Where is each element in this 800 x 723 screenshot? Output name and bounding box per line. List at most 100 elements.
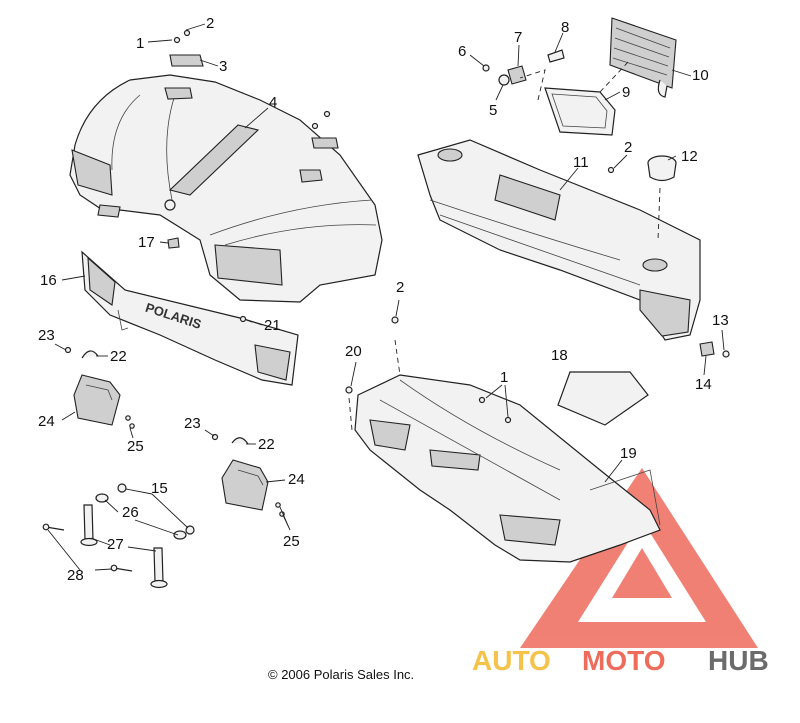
callout-label: 9 xyxy=(622,84,630,101)
screw-1b xyxy=(478,396,486,404)
bolt-head-28a xyxy=(42,523,50,531)
hood-shell xyxy=(69,74,383,303)
screw-1b xyxy=(504,416,512,424)
bolt-head-28b xyxy=(110,564,118,572)
callout-labels: 1 2 3 4 5 6 7 8 9 10 11 2 12 17 16 21 2 … xyxy=(38,15,729,584)
rivet xyxy=(183,29,191,37)
bumper-light-pocket-left xyxy=(87,256,116,306)
screw-23a xyxy=(64,346,72,354)
cap-12 xyxy=(647,155,677,182)
hood-tab xyxy=(164,87,193,100)
callout-label: 22 xyxy=(110,348,127,365)
callout-label: 2 xyxy=(396,279,404,296)
floor-tray-19 xyxy=(589,469,661,526)
clip-22b xyxy=(231,437,249,445)
prop-foot-27b xyxy=(150,579,168,589)
callout-label: 24 xyxy=(288,471,305,488)
callout-label: 7 xyxy=(514,29,522,46)
dash-glovebox xyxy=(494,174,561,221)
rivet xyxy=(173,36,181,44)
callout-label: 25 xyxy=(283,533,300,550)
hood-foot xyxy=(97,204,121,218)
callout-label: 23 xyxy=(184,415,201,432)
callout-label: 23 xyxy=(38,327,55,344)
cup-holder-left xyxy=(437,148,463,162)
hood-crease xyxy=(209,199,373,236)
clip-22a xyxy=(81,350,99,359)
callout-label: 24 xyxy=(38,413,55,430)
floor-well-left xyxy=(369,419,411,451)
washer-26b xyxy=(173,530,187,540)
copyright-text: © 2006 Polaris Sales Inc. xyxy=(268,667,414,682)
callout-label: 22 xyxy=(258,436,275,453)
callout-label: 2 xyxy=(624,139,632,156)
fasteners-right xyxy=(699,341,730,358)
screw-2c xyxy=(391,316,399,324)
hood-headlight-right xyxy=(214,244,283,286)
access-cover-18 xyxy=(557,371,649,426)
callout-label: 6 xyxy=(458,43,466,60)
screw-25a xyxy=(125,415,131,421)
hood-ridge xyxy=(166,94,176,201)
headlight-left xyxy=(73,374,121,426)
prop-rod-27b xyxy=(153,547,164,583)
rivet xyxy=(311,122,319,130)
callout-label: 17 xyxy=(138,234,155,251)
watermark-moto: MOTO xyxy=(582,645,665,676)
screw-6 xyxy=(482,64,490,72)
bumper-shell xyxy=(81,250,299,386)
screw-25b xyxy=(275,502,281,508)
grille-assembly xyxy=(482,17,677,136)
floor-rib xyxy=(379,399,561,501)
watermark-triangle xyxy=(520,468,758,648)
watermark-text: AUTO MOTO HUB xyxy=(472,645,769,676)
floor-shell xyxy=(354,374,661,563)
cup-holder-right xyxy=(642,258,668,272)
rivet xyxy=(323,110,331,118)
hood-tab xyxy=(299,169,323,183)
small-fasteners-left xyxy=(64,237,253,445)
callout-label: 28 xyxy=(67,567,84,584)
hood-vent xyxy=(168,124,260,196)
prop-foot-27a xyxy=(80,537,98,547)
floor-pan xyxy=(354,374,661,563)
screw-25a xyxy=(129,423,135,429)
grille-hook xyxy=(657,79,668,98)
clip-14 xyxy=(699,341,715,357)
callout-label: 13 xyxy=(712,312,729,329)
headlight-right-lens xyxy=(237,469,264,486)
hood-ridge xyxy=(111,94,141,171)
seal-9 xyxy=(544,87,616,136)
callout-label: 16 xyxy=(40,272,57,289)
callout-label: 8 xyxy=(561,19,569,36)
callout-label: 1 xyxy=(500,369,508,386)
callout-label: 1 xyxy=(136,35,144,52)
floor-rib xyxy=(399,379,561,471)
bumper-bracket xyxy=(117,309,129,331)
headlight-left-lens xyxy=(85,384,113,401)
dash-panel xyxy=(417,139,701,341)
callout-label: 2 xyxy=(206,15,214,32)
bolt-8 xyxy=(547,49,565,63)
hood-headlight-left xyxy=(71,149,113,196)
screw-head-21 xyxy=(239,315,247,323)
callout-label: 27 xyxy=(107,536,124,553)
prop-rod-27a xyxy=(83,504,94,541)
watermark-auto: AUTO xyxy=(472,645,551,676)
grille-10 xyxy=(609,17,677,89)
hood-assembly xyxy=(69,74,383,303)
callout-label: 11 xyxy=(573,154,589,171)
callout-label: 21 xyxy=(264,317,281,334)
watermark-hub: HUB xyxy=(708,645,769,676)
hood-fastener xyxy=(164,199,176,211)
callout-label: 26 xyxy=(122,504,139,521)
callout-label: 25 xyxy=(127,438,144,455)
screw-20 xyxy=(345,386,353,394)
callout-label: 12 xyxy=(681,148,698,165)
clip-17 xyxy=(167,237,180,249)
callout-label: 20 xyxy=(345,343,362,360)
floor-well-center xyxy=(429,449,481,471)
grille-slats xyxy=(612,27,671,76)
front-bumper: POLARIS xyxy=(81,250,299,386)
